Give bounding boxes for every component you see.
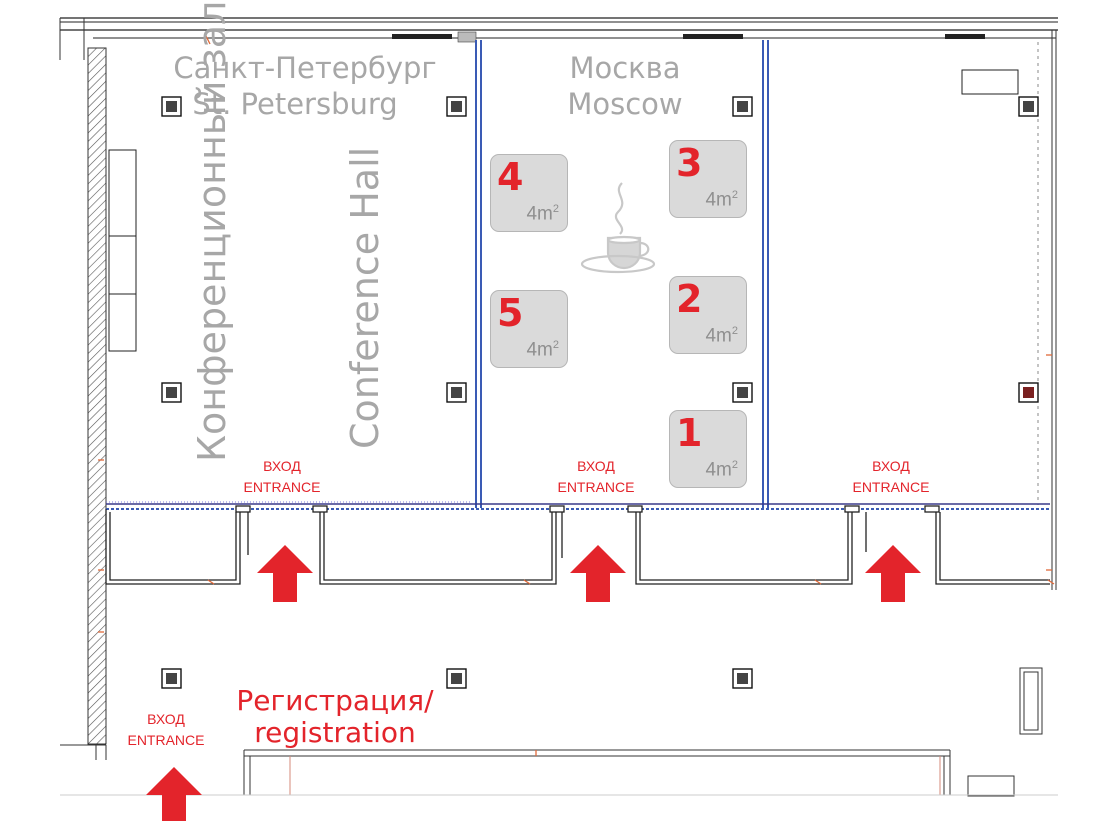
columns xyxy=(161,96,1039,689)
entrance-label-ru: ВХОД xyxy=(147,711,185,727)
booth-number: 4 xyxy=(497,155,524,199)
hall-name-ru: Москва xyxy=(569,51,681,85)
booth-2[interactable]: 2 4m2 xyxy=(669,276,747,354)
booth-area: 4m2 xyxy=(526,202,559,224)
right-wall xyxy=(961,30,1057,590)
entrance-label: ВХОД ENTRANCE xyxy=(841,456,941,498)
booth-1[interactable]: 1 4m2 xyxy=(669,410,747,488)
booth-area: 4m2 xyxy=(526,338,559,360)
entrance-label-ru: ВХОД xyxy=(577,458,615,474)
left-wall xyxy=(59,18,107,760)
booth-3[interactable]: 3 4m2 xyxy=(669,140,747,218)
entrance-label-en: ENTRANCE xyxy=(243,479,321,495)
up-arrow-icon xyxy=(146,767,202,821)
vestibules xyxy=(105,505,1050,585)
up-arrow-icon xyxy=(865,545,921,602)
booth-number: 5 xyxy=(497,291,524,335)
booth-5[interactable]: 5 4m2 xyxy=(490,290,568,368)
registration-label-ru: Регистрация/ xyxy=(236,684,434,717)
entrance-label-en: ENTRANCE xyxy=(852,479,930,495)
up-arrow-icon xyxy=(570,545,626,602)
lower-corridor xyxy=(60,667,1058,797)
booth-area: 4m2 xyxy=(705,324,738,346)
booth-4[interactable]: 4 4m2 xyxy=(490,154,568,232)
booth-area: 4m2 xyxy=(705,458,738,480)
dimension-ticks xyxy=(98,35,1055,756)
booth-area: 4m2 xyxy=(705,188,738,210)
hall-name-ru: Санкт-Петербург xyxy=(173,51,437,85)
hall-front-wall xyxy=(106,501,1050,510)
arrows xyxy=(146,545,921,821)
booth-number: 2 xyxy=(676,277,703,321)
hall-name-en: Moscow xyxy=(567,87,683,121)
coffee-cup-icon xyxy=(580,182,656,274)
booth-number: 3 xyxy=(676,141,703,185)
entrance-label: ВХОД ENTRANCE xyxy=(546,456,646,498)
entrance-label: ВХОД ENTRANCE xyxy=(232,456,332,498)
entrance-label-en: ENTRANCE xyxy=(127,732,205,748)
up-arrow-icon xyxy=(257,545,313,602)
entrance-label: ВХОД ENTRANCE xyxy=(116,709,216,751)
stage-panels xyxy=(108,149,137,352)
hall-name-en: St. Petersburg xyxy=(192,87,398,121)
hall-subtitle-en: Conference Hall xyxy=(343,146,387,449)
hall-subtitle-ru: Конференционный зал xyxy=(190,0,234,462)
partition-walls xyxy=(475,40,769,508)
booth-number: 1 xyxy=(676,411,703,455)
top-wall xyxy=(60,17,1058,43)
entrance-label-en: ENTRANCE xyxy=(557,479,635,495)
entrance-label-ru: ВХОД xyxy=(263,458,301,474)
registration-label: Регистрация/ registration xyxy=(225,685,445,749)
registration-label-en: registration xyxy=(254,716,416,749)
entrance-label-ru: ВХОД xyxy=(872,458,910,474)
